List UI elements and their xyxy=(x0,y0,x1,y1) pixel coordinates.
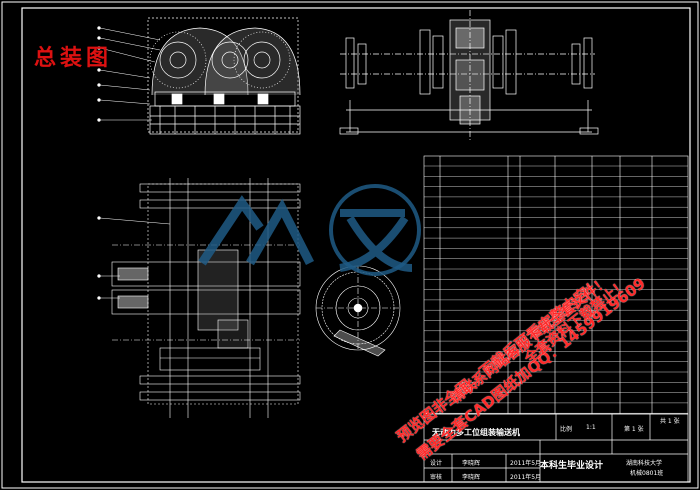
project-title: 本科生毕业设计 xyxy=(540,461,604,471)
inner-border xyxy=(21,7,691,483)
checker-name: 李晓辉 xyxy=(462,474,481,481)
title-block xyxy=(423,413,689,483)
checker-label: 审核 xyxy=(430,474,443,481)
scale-label: 比例 xyxy=(560,426,573,433)
front-elevation-view xyxy=(147,17,301,135)
assembly-drawing-stamp: 总装图 xyxy=(34,45,113,71)
designer-date: 2011年5月 xyxy=(510,460,542,467)
parts-list-table xyxy=(423,155,689,415)
logo-watermark xyxy=(198,184,421,276)
sheets-label: 共 1 张 xyxy=(660,418,680,425)
side-elevation-view xyxy=(339,10,599,140)
leader-lines-plan xyxy=(97,216,171,300)
checker-date: 2011年5月 xyxy=(510,474,542,481)
sheet-label: 第 1 张 xyxy=(624,426,644,433)
designer-name: 李晓辉 xyxy=(462,460,481,467)
scale-value: 1:1 xyxy=(586,424,596,431)
designer-label: 设计 xyxy=(430,460,443,467)
school-name: 湖南科技大学 xyxy=(626,460,663,467)
drawing-title: 无动力多工位组装输送机 xyxy=(432,428,520,437)
plan-view xyxy=(111,178,301,418)
class-code: 机械0801班 xyxy=(630,470,664,477)
gear-detail-view xyxy=(315,265,401,357)
parts-table-rows xyxy=(424,165,688,414)
leader-lines-top xyxy=(97,26,161,122)
